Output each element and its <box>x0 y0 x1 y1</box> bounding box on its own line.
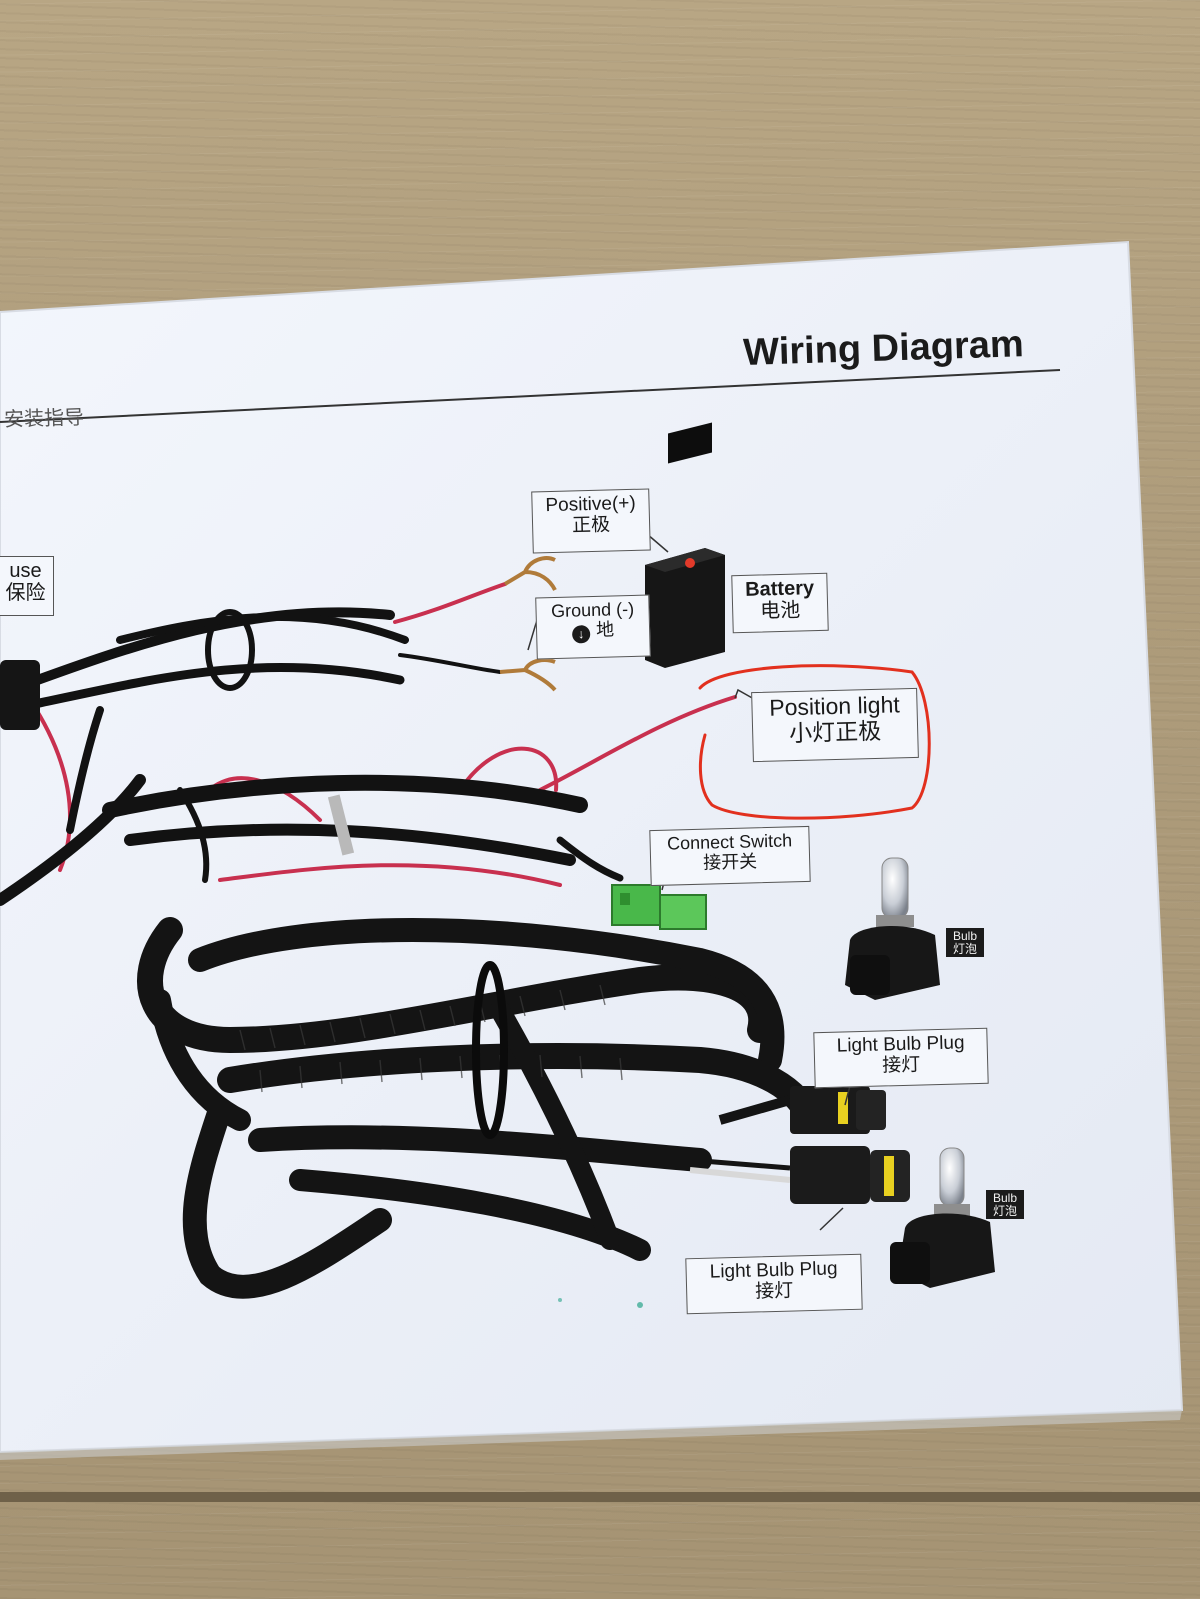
header-rule <box>0 369 1061 423</box>
cable-tie-middle <box>327 794 355 856</box>
light-bulb-plug-label-bottom: Light Bulb Plug 接灯 <box>685 1253 863 1315</box>
cable-tie-coil <box>472 961 508 1139</box>
bulb-bottom <box>890 1147 995 1288</box>
fork-terminals <box>499 556 557 692</box>
corrugated-loom-coil <box>137 917 823 1299</box>
page-title: Wiring Diagram <box>742 323 1025 375</box>
bulb-plug-top <box>718 1086 886 1134</box>
battery <box>645 422 725 668</box>
down-arrow-circle-icon: ↓ <box>571 625 591 644</box>
loom-ridges <box>239 984 623 1093</box>
bulb-tag-bottom: Bulb 灯泡 <box>986 1190 1024 1220</box>
fuse-label: use 保险 <box>0 556 54 616</box>
light-bulb-plug-label-top: Light Bulb Plug 接灯 <box>813 1027 989 1089</box>
paint-speck <box>558 1298 562 1302</box>
page-subtitle: 安装指导 <box>3 406 85 432</box>
positive-label: Positive(+) 正极 <box>531 488 651 554</box>
fuse-connector <box>0 660 40 730</box>
bulb-top <box>845 857 940 1000</box>
paint-speck <box>637 1302 643 1308</box>
bulb-tag-top: Bulb 灯泡 <box>946 928 984 958</box>
annotation-circle <box>698 664 931 820</box>
table-plank-gap <box>0 1492 1200 1502</box>
switch-connector <box>611 884 707 930</box>
connect-switch-label: Connect Switch 接开关 <box>649 825 811 887</box>
black-wires-middle <box>102 774 624 883</box>
black-wires-top <box>0 607 502 906</box>
battery-label: Battery 电池 <box>731 572 829 634</box>
bulb-plug-bottom <box>689 1146 910 1204</box>
ground-label: Ground (-) ↓地 <box>535 594 651 660</box>
position-light-label: Position light 小灯正极 <box>751 687 919 763</box>
